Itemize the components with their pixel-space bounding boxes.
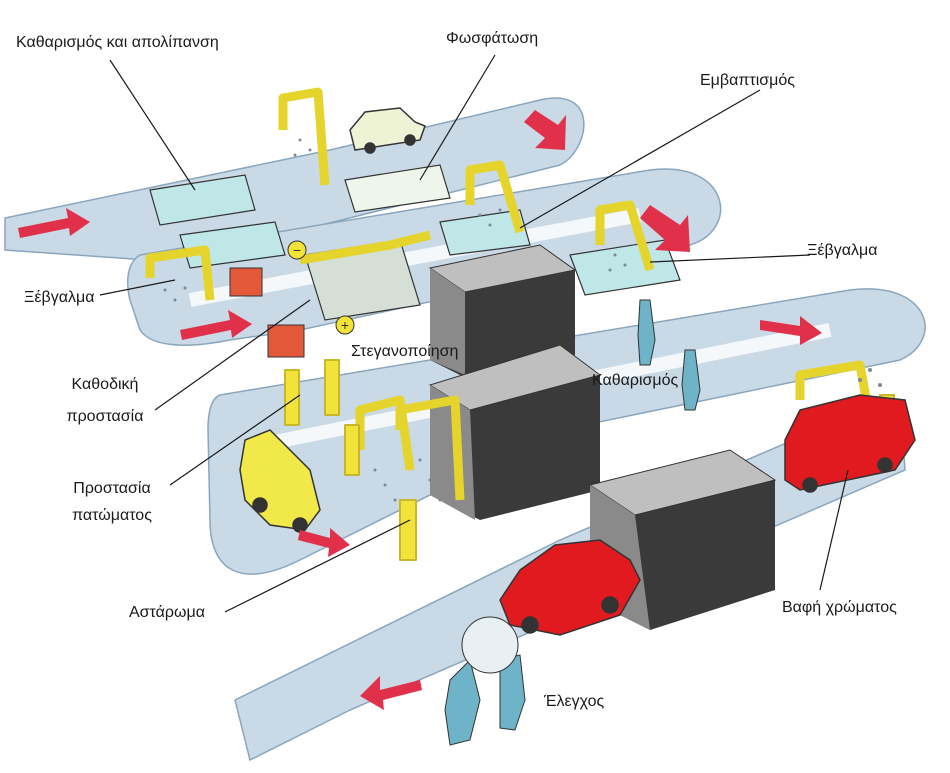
cars [239,107,916,636]
label-inspection: Έλεγχος [544,693,605,710]
worker-icon [637,299,656,366]
label-floor-protection-line2: πατώματος [72,507,152,524]
flow-arrow-icon [524,110,566,150]
rectifier-box-icon [267,324,305,358]
label-phosphating: Φωσφάτωση [446,30,539,47]
conveyor-lane-1 [4,97,585,263]
spray-gantry-icon [465,160,525,234]
tank-degreasing [149,174,256,226]
spray-gantry-icon [795,360,875,421]
spray-gantry-icon [145,245,215,301]
label-primer: Αστάρωμα [129,604,205,621]
svg-text:−: − [293,242,301,258]
tank-immersion [439,209,531,256]
flow-arrow-icon [360,676,422,710]
label-rinse-right: Ξέβγαλμα [807,242,878,259]
workers [444,299,701,746]
spray-droplets [163,138,882,502]
car-icon [239,429,321,533]
rectifiers: − + [229,240,355,358]
tunnels [428,244,777,630]
tunnel-2 [428,344,602,520]
label-cathodic-protection-line1: Καθοδική [71,376,139,393]
worker-icon [444,659,481,746]
worker-icon [499,654,526,731]
tank-phosphating [344,164,451,213]
spray-gantry-icon [278,87,330,186]
flow-arrow-icon [760,316,822,345]
spray-gantry-icon [395,395,465,501]
car-icon [499,539,641,636]
label-paint: Βαφή χρώματος [782,599,897,616]
label-floor-protection-line1: Προστασία [73,480,151,497]
spray-gantry-icon [595,200,655,272]
label-sealing: Στεγανοποίηση [351,343,459,360]
label-cathodic-protection-line2: προστασία [66,408,144,425]
tank-rinse-right [569,239,681,296]
label-rinse-left: Ξέβγαλμα [24,289,95,306]
conveyor-lane-3 [207,288,926,575]
svg-text:+: + [341,317,349,333]
car-icon [349,107,426,154]
flow-arrow-icon [640,205,690,252]
label-cleaning: Καθαρισμός [592,372,679,389]
leader-lines [99,54,849,613]
flow-arrow-icon [298,528,350,557]
car-icon [784,394,916,493]
spray-gantry-icon [299,230,432,265]
label-cleaning-degreasing: Καθαρισμός και απολίπανση [16,34,219,51]
worker-icon [681,349,701,411]
label-immersion: Εμβαπτισμός [700,72,795,89]
flow-arrow-icon [180,310,252,340]
rectifier-box-icon [229,267,263,297]
flow-arrows [18,110,822,710]
flow-arrow-icon [18,208,90,238]
tunnel-1 [428,244,577,380]
